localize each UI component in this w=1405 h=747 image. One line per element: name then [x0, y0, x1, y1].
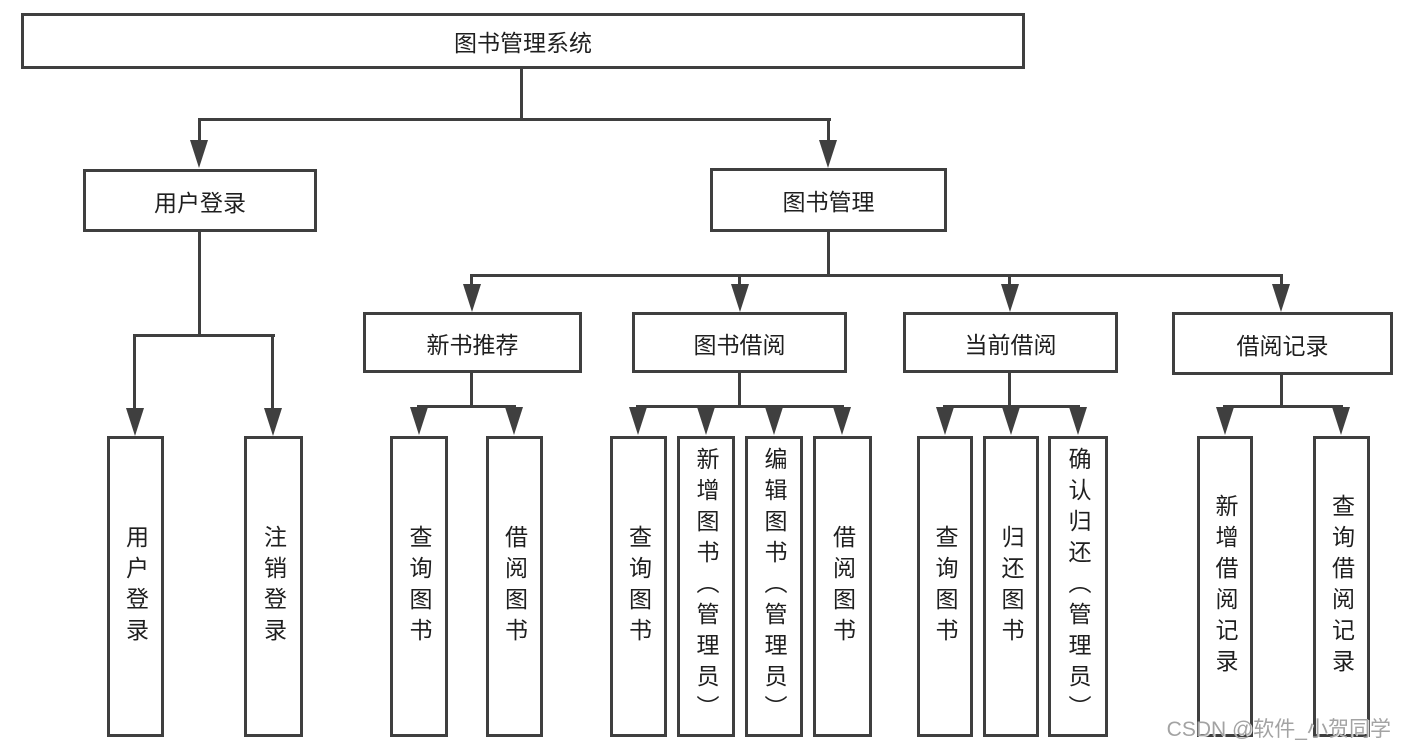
arrow-down-icon [936, 407, 954, 435]
connector-line [417, 405, 516, 408]
connector-line [198, 118, 831, 121]
node-label: 查询图书 [625, 524, 652, 649]
connector-line [198, 231, 201, 335]
node-label: 用户登录 [154, 189, 246, 216]
node-new-book-recommend: 新书推荐 [363, 312, 582, 373]
node-logout-action: 注销登录 [244, 436, 303, 737]
connector-line [520, 68, 523, 120]
node-label: 借阅图书 [829, 524, 856, 649]
connector-line [470, 372, 473, 407]
connector-line [470, 274, 473, 288]
connector-line [198, 118, 201, 144]
arrow-down-icon [410, 407, 428, 435]
arrow-down-icon [1332, 407, 1350, 435]
connector-line [827, 231, 830, 276]
node-user-login: 用户登录 [83, 169, 317, 232]
connector-line [1223, 405, 1343, 408]
arrow-down-icon [833, 407, 851, 435]
node-recommend-query-books: 查询图书 [390, 436, 448, 737]
node-label: 图书管理 [782, 189, 875, 215]
arrow-down-icon [819, 140, 837, 168]
connector-line [738, 372, 741, 407]
node-borrow-borrow-books: 借阅图书 [813, 436, 872, 737]
node-label: 确认归还（管理员） [1065, 447, 1091, 726]
node-current-return-books: 归还图书 [983, 436, 1039, 737]
connector-line [1280, 372, 1283, 407]
arrow-down-icon [505, 407, 523, 435]
arrow-down-icon [1001, 284, 1019, 312]
node-borrow-query-books: 查询图书 [610, 436, 667, 737]
node-current-confirm-return-admin: 确认归还（管理员） [1048, 436, 1108, 737]
arrow-down-icon [765, 407, 783, 435]
node-user-login-action: 用户登录 [107, 436, 164, 737]
node-label: 注销登录 [260, 524, 287, 649]
node-current-query-books: 查询图书 [917, 436, 973, 737]
connector-line [636, 405, 844, 408]
connector-line [1280, 274, 1283, 288]
arrow-down-icon [1069, 407, 1087, 435]
node-borrow-edit-books-admin: 编辑图书（管理员） [745, 436, 803, 737]
node-label: 用户登录 [122, 524, 149, 649]
node-label: 归还图书 [998, 524, 1024, 649]
node-book-borrow: 图书借阅 [632, 312, 847, 373]
arrow-down-icon [1272, 284, 1290, 312]
node-label: 当前借阅 [964, 331, 1057, 358]
arrow-down-icon [1002, 407, 1020, 435]
connector-line [133, 334, 275, 337]
connector-line [943, 405, 1080, 408]
node-records-add-borrow-record: 新增借阅记录 [1197, 436, 1253, 737]
arrow-down-icon [190, 140, 208, 168]
connector-line [133, 334, 136, 412]
connector-line [271, 334, 274, 412]
node-borrow-records: 借阅记录 [1172, 312, 1393, 375]
node-label: 借阅图书 [501, 524, 528, 649]
arrow-down-icon [1216, 407, 1234, 435]
arrow-down-icon [126, 408, 144, 436]
node-label: 新增借阅记录 [1212, 493, 1238, 680]
node-label: 图书管理系统 [454, 30, 592, 56]
arrow-down-icon [629, 407, 647, 435]
node-records-query-borrow-record: 查询借阅记录 [1313, 436, 1370, 737]
node-book-management: 图书管理 [710, 168, 947, 232]
node-label: 查询借阅记录 [1328, 493, 1355, 680]
arrow-down-icon [463, 284, 481, 312]
node-borrow-add-books-admin: 新增图书（管理员） [677, 436, 735, 737]
node-label: 编辑图书（管理员） [761, 447, 787, 726]
node-label: 查询图书 [932, 524, 958, 649]
arrow-down-icon [731, 284, 749, 312]
node-label: 新增图书（管理员） [693, 447, 719, 726]
arrow-down-icon [697, 407, 715, 435]
csdn-watermark: CSDN @软件_小贺同学 [1166, 718, 1391, 741]
connector-line [827, 118, 830, 144]
node-label: 查询图书 [406, 524, 432, 649]
connector-line [1008, 274, 1011, 288]
arrow-down-icon [264, 408, 282, 436]
node-recommend-borrow-books: 借阅图书 [486, 436, 543, 737]
node-label: 新书推荐 [426, 331, 519, 358]
connector-line [1008, 372, 1011, 407]
connector-line [470, 274, 1283, 277]
node-current-borrow: 当前借阅 [903, 312, 1118, 373]
node-library-management-system: 图书管理系统 [21, 13, 1025, 69]
node-label: 图书借阅 [693, 331, 786, 358]
connector-line [738, 274, 741, 288]
node-label: 借阅记录 [1236, 332, 1329, 359]
